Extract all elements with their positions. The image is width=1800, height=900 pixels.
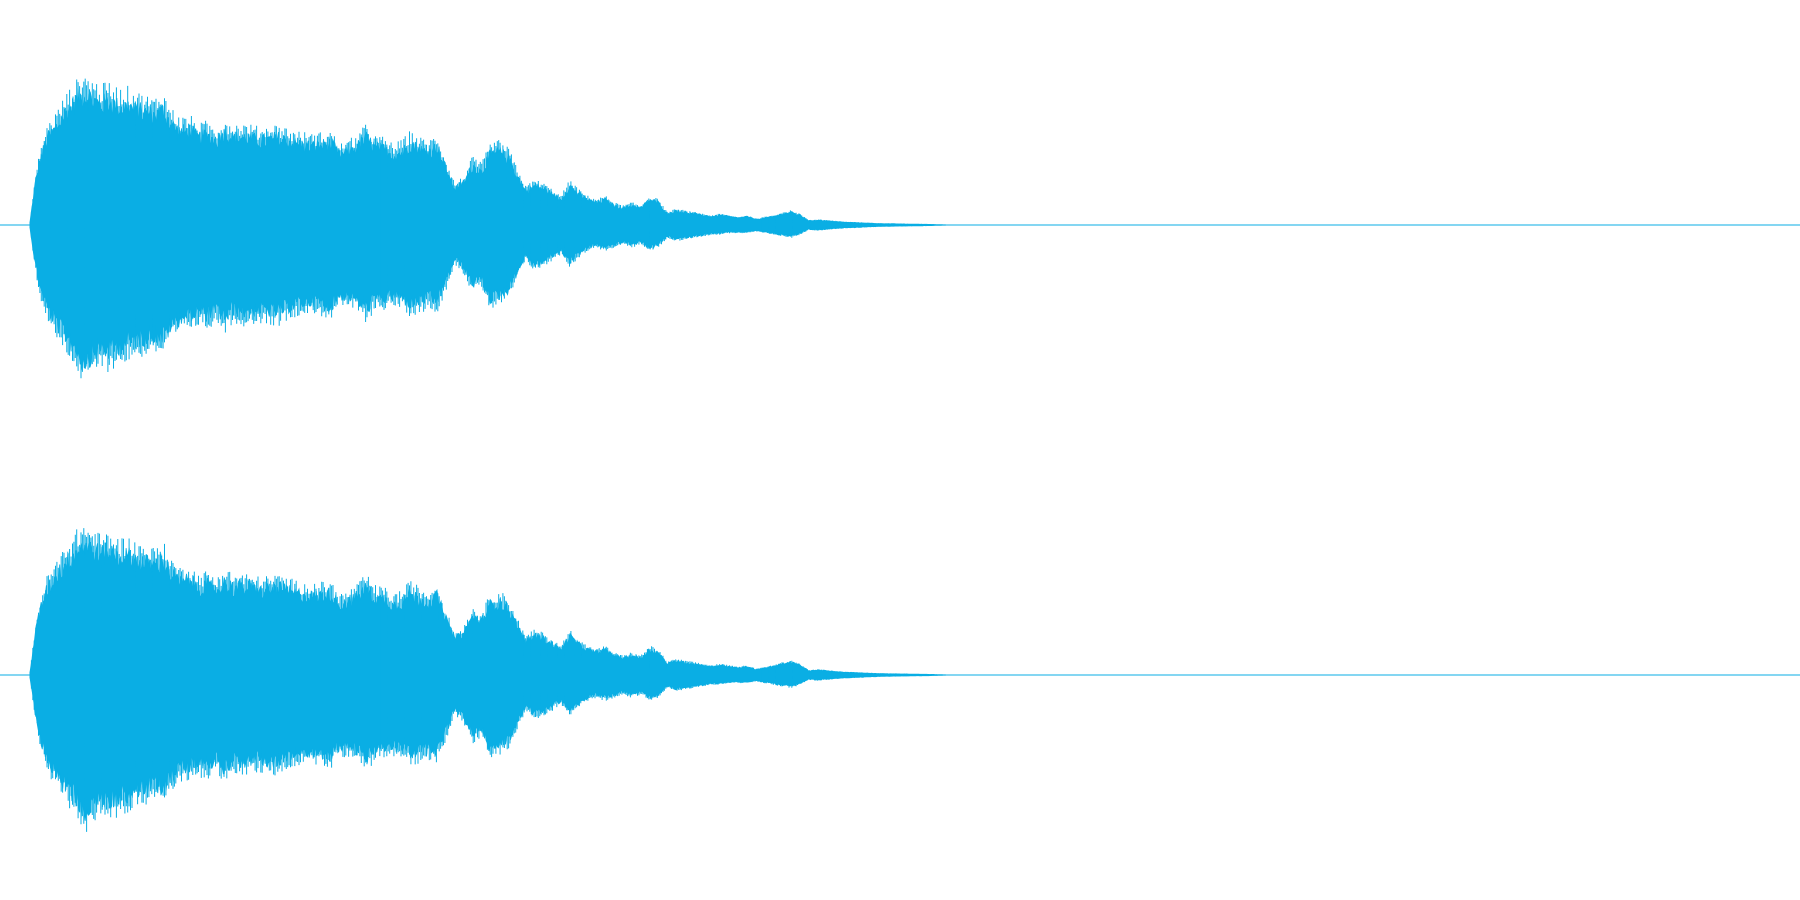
channel-2-waveform [0, 528, 1800, 832]
channel-1-waveform [0, 78, 1800, 379]
channel-1-peaks [29, 78, 950, 379]
channel-2-peaks [29, 528, 949, 832]
